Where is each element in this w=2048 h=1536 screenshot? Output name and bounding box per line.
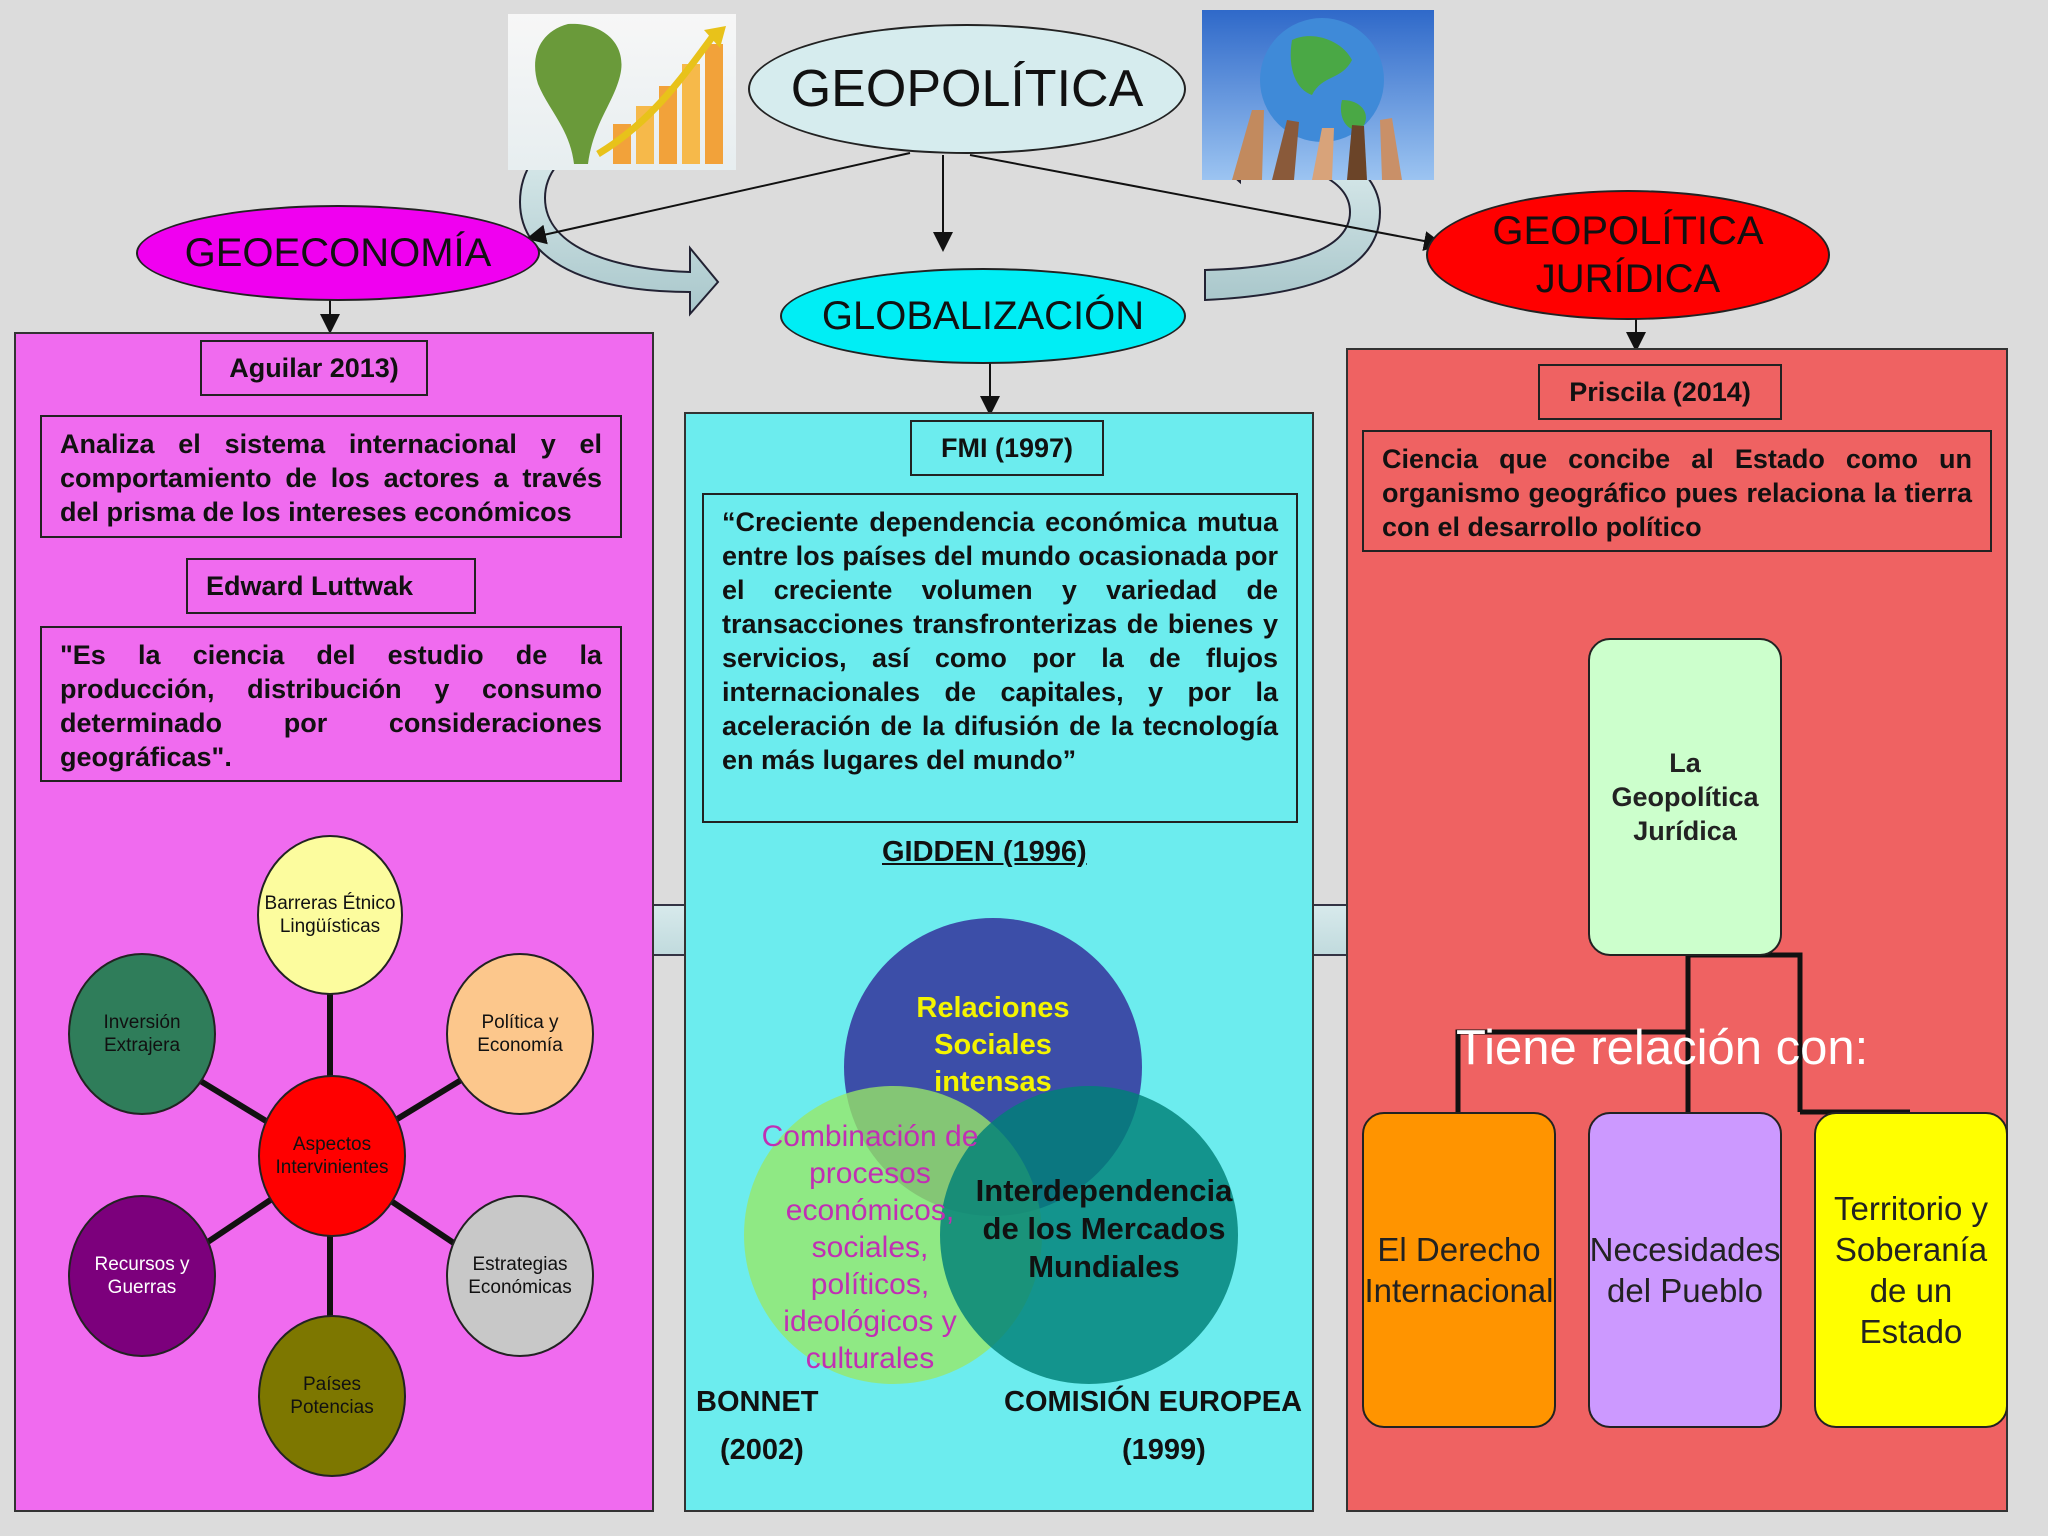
aspect-inversion: Inversión Extrajera — [68, 953, 216, 1115]
geoeconomia-ellipse: GEOECONOMÍA — [136, 205, 540, 301]
relation-label: Tiene relación con: — [1456, 1021, 1869, 1075]
child-territorio-soberania: Territorio y Soberanía de un Estado — [1814, 1112, 2008, 1428]
globe-icon — [1232, 18, 1402, 180]
priscila-citation: Priscila (2014) — [1538, 364, 1782, 420]
venn-left-label: Combinación de procesos económicos, soci… — [761, 1120, 979, 1375]
aspects-hub: Aspectos Intervinientes — [258, 1075, 406, 1237]
child-territorio-label: Territorio y Soberanía de un Estado — [1833, 1190, 1989, 1350]
juridica-root-box: La Geopolítica Jurídica — [1588, 638, 1782, 956]
aspect-recursos: Recursos y Guerras — [68, 1195, 216, 1357]
child-necesidades-pueblo: Necesidades del Pueblo — [1588, 1112, 1782, 1428]
growth-chart-icon — [535, 23, 726, 165]
bonnet-source-name: BONNET — [696, 1386, 819, 1418]
priscila-definition: Ciencia que concibe al Estado como un or… — [1362, 430, 1992, 552]
south-america-growth-image — [508, 14, 736, 170]
child-necesidades-label: Necesidades del Pueblo — [1589, 1231, 1781, 1309]
aguilar-citation: Aguilar 2013) — [200, 340, 428, 396]
geoeconomia-label: GEOECONOMÍA — [184, 230, 492, 275]
comision-europea-source-name: COMISIÓN EUROPEA — [1004, 1386, 1303, 1418]
aspect-barreras: Barreras Étnico Lingüísticas — [257, 835, 403, 995]
luttwak-definition: "Es la ciencia del estudio de la producc… — [40, 626, 622, 782]
venn-top-label: Relaciones Sociales intensas — [916, 992, 1070, 1098]
venn-circle-right — [940, 1086, 1238, 1384]
globe-hands-image — [1202, 10, 1434, 180]
aspect-estrategias: Estrategias Económicas — [446, 1195, 594, 1357]
gidden-source: GIDDEN (1996) — [882, 836, 1087, 868]
geopolitica-juridica-ellipse: GEOPOLÍTICA JURÍDICA — [1426, 190, 1830, 320]
title-text: GEOPOLÍTICA — [790, 60, 1144, 118]
aguilar-definition: Analiza el sistema internacional y el co… — [40, 415, 622, 538]
luttwak-citation: Edward Luttwak — [186, 558, 476, 614]
fmi-definition: “Creciente dependencia económica mutua e… — [702, 493, 1298, 823]
globalizacion-label: GLOBALIZACIÓN — [821, 293, 1145, 338]
child-derecho-internacional: El Derecho Internacional — [1362, 1112, 1556, 1428]
connector-title-juridica — [969, 154, 1444, 251]
title-ellipse: GEOPOLÍTICA — [748, 24, 1186, 154]
aspect-paises: Países Potencias — [258, 1315, 406, 1477]
child-derecho-label: El Derecho Internacional — [1364, 1231, 1554, 1309]
comision-europea-source-year: (1999) — [1122, 1434, 1206, 1466]
geopolitica-juridica-label: GEOPOLÍTICA JURÍDICA — [1492, 209, 1764, 301]
globalizacion-ellipse: GLOBALIZACIÓN — [780, 268, 1186, 364]
bonnet-source-year: (2002) — [720, 1434, 804, 1466]
venn-right-label: Interdependencia de los Mercados Mundial… — [975, 1173, 1233, 1284]
fmi-citation: FMI (1997) — [910, 420, 1104, 476]
connector-title-geoeconomia — [526, 152, 911, 245]
juridica-root-label: La Geopolítica Jurídica — [1611, 748, 1759, 846]
aspect-politica: Política y Economía — [446, 953, 594, 1115]
